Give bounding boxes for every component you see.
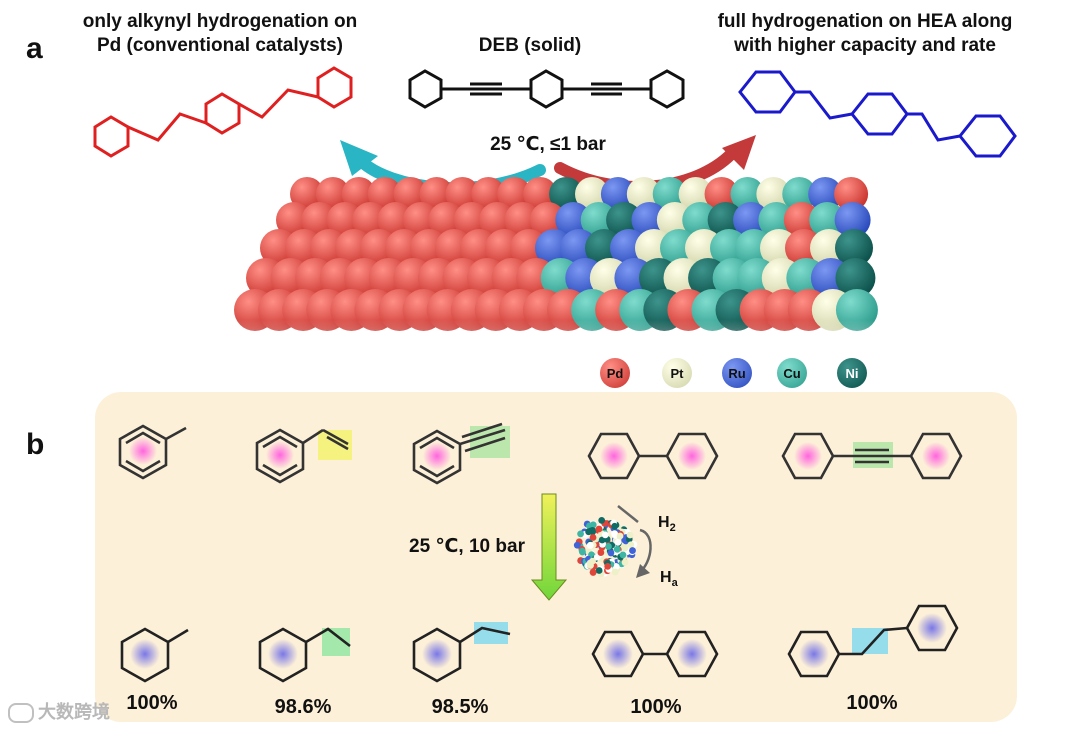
nanoparticle-atom [577, 530, 584, 538]
left-arrow-head [340, 140, 378, 176]
nanoparticle-atom [629, 547, 636, 554]
yield-4: 100% [630, 696, 682, 718]
product-ethylcyclohexane [258, 627, 351, 683]
nanoparticle-atom [612, 563, 620, 570]
reactant-phenylacetylene [412, 422, 510, 485]
nanoparticle-atom [604, 562, 612, 570]
panel-a-molecules: 25 ℃, ≤1 bar [93, 66, 1017, 190]
nanoparticle-atom [626, 531, 634, 539]
left-product-molecule [93, 66, 353, 158]
yield-2: 98.6% [274, 696, 332, 718]
legend-cu: Cu [777, 358, 807, 388]
nanoparticle-atom [614, 538, 622, 546]
nanoparticle-atom [621, 559, 629, 566]
reaction-down-arrow [530, 493, 568, 601]
nanoparticle-atom [598, 516, 606, 524]
legend-pt: Pt [662, 358, 692, 388]
yield-3: 98.5% [431, 696, 489, 718]
nanoparticle-atom [586, 541, 594, 549]
nanoparticle-atom [601, 531, 609, 539]
right-product-molecule [738, 70, 1017, 158]
nanoparticle-atom [616, 532, 624, 540]
right-caption: full hydrogenation on HEA along with hig… [690, 10, 1040, 58]
product-methylcyclohexane [120, 627, 189, 683]
right-arrow-head [722, 135, 756, 170]
nanoparticle-atom [621, 544, 629, 552]
reactant-diphenylacetylene [781, 432, 963, 480]
nanoparticle-atom [611, 530, 618, 538]
deb-molecule [408, 69, 685, 109]
nanoparticle-atom [589, 557, 596, 565]
nanoparticle-atom [595, 567, 603, 574]
deb-ring-middle [529, 69, 564, 109]
watermark-logo-icon [8, 703, 34, 724]
left-caption-line-2: Pd (conventional catalysts) [96, 35, 343, 56]
reactant-styrene [255, 428, 352, 484]
nanoparticle-atom [589, 521, 597, 529]
reactant-biphenyl [587, 432, 719, 480]
reactant-toluene [118, 424, 187, 480]
product-ethylcyclohexane-2 [412, 622, 511, 683]
deb-ring-right [649, 69, 685, 109]
nanoparticle-atom [573, 541, 581, 549]
deb-ring-left [408, 69, 443, 109]
right-caption-line-2: with higher capacity and rate [734, 35, 996, 56]
nanoparticle-atom [593, 553, 601, 561]
deb-caption: DEB (solid) [478, 35, 582, 56]
gas-out-label: Ha [660, 569, 679, 589]
nanoparticle-atom [589, 534, 597, 541]
nanoparticle-atom [611, 568, 619, 576]
nanoparticle-atom [605, 543, 612, 550]
right-caption-line-1: full hydrogenation on HEA along [717, 11, 1013, 32]
panel-b-label: b [26, 428, 45, 461]
nanoparticle-atom [597, 549, 605, 556]
legend-ru: Ru [722, 358, 752, 388]
gas-in-label: H2 [658, 514, 676, 534]
legend-ni: Ni [837, 358, 867, 388]
nanoparticle-atom [627, 541, 635, 549]
nanoparticle-atom [598, 536, 606, 544]
yield-5: 100% [846, 692, 898, 714]
nanoparticle-atom [613, 545, 621, 553]
nanoparticle-atom [589, 569, 597, 576]
watermark-text: 大数跨境 [38, 702, 110, 722]
product-dicyclohexylethane [787, 604, 959, 678]
yield-1: 100% [126, 692, 178, 714]
left-caption: only alkynyl hydrogenation on Pd (conven… [60, 10, 380, 58]
nanoparticle-atom [611, 522, 619, 530]
panel-a-condition: 25 ℃, ≤1 bar [490, 134, 606, 155]
catalyst-surface [220, 168, 920, 358]
nanoparticle-atom [619, 551, 627, 559]
left-caption-line-1: only alkynyl hydrogenation on [82, 11, 358, 32]
nanoparticle-atom [579, 548, 586, 556]
nanoparticle-atom [585, 528, 593, 536]
hea-nanoparticle [573, 516, 638, 578]
nanoparticle-atom [595, 525, 603, 533]
product-bicyclohexyl [591, 630, 719, 678]
element-legend: Pd Pt Ru Cu Ni [600, 358, 900, 392]
legend-pd: Pd [600, 358, 630, 388]
panel-b-molecules: 25 ℃, 10 bar H2 Ha [118, 422, 963, 683]
panel-b-condition: 25 ℃, 10 bar [409, 536, 526, 557]
nanoparticle-atom [607, 549, 615, 557]
panel-a-label: a [26, 32, 43, 65]
gas-in-arrow [617, 505, 639, 523]
watermark: 大数跨境 [8, 698, 110, 724]
